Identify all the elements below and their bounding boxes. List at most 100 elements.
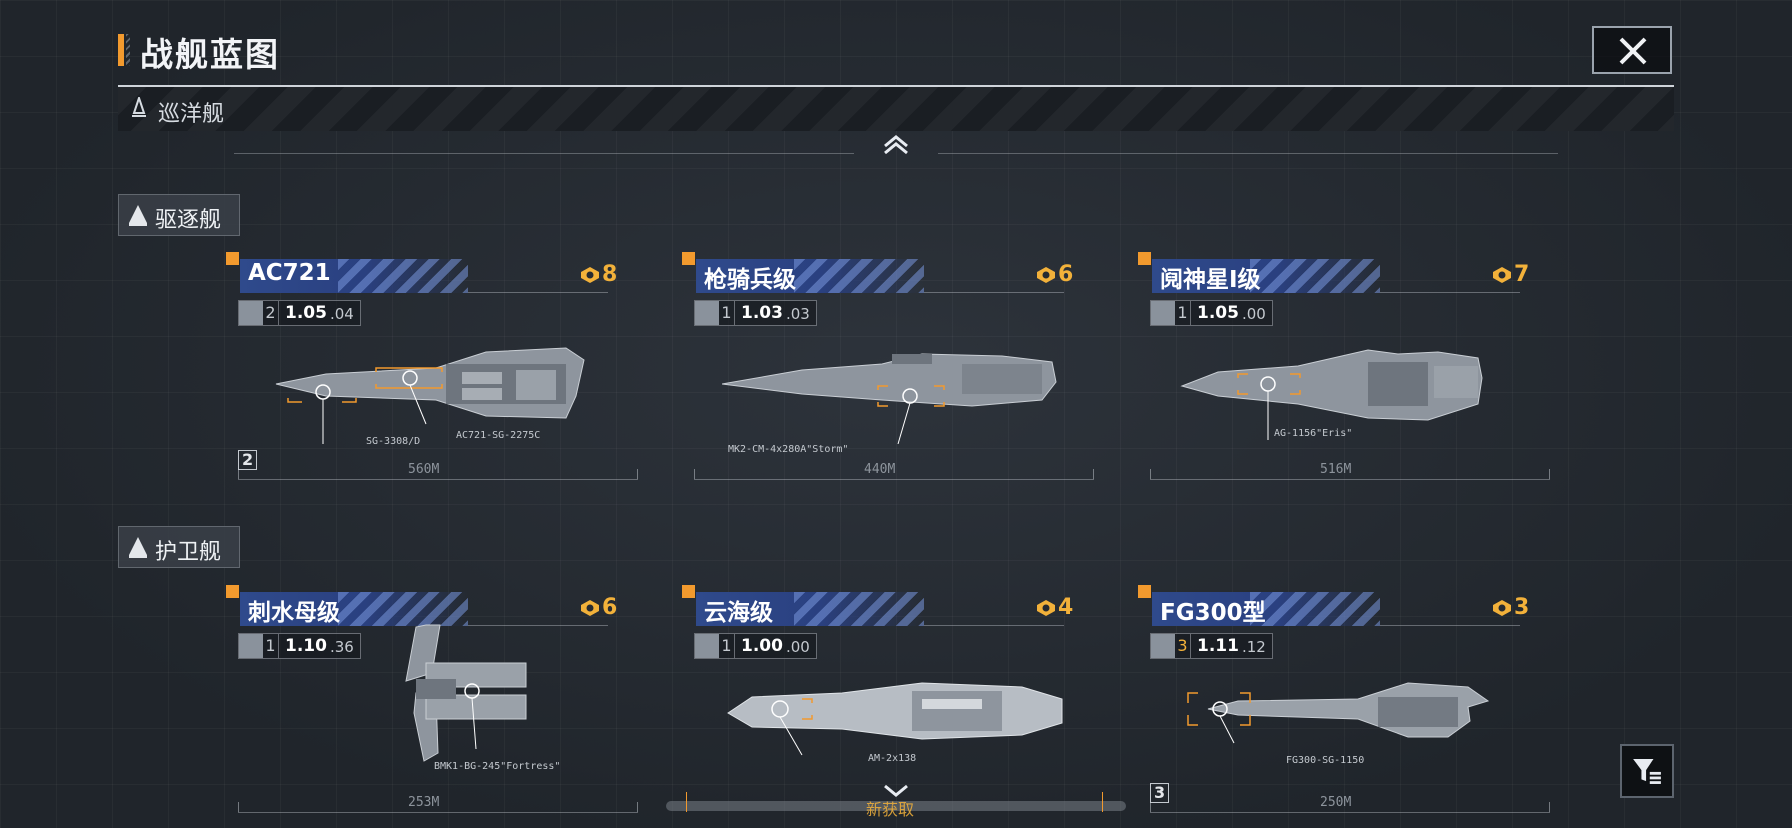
stat-sub: .00 xyxy=(785,638,810,656)
chevron-down-icon[interactable] xyxy=(882,782,910,800)
card-corner-marker xyxy=(1138,252,1151,265)
section-label-frigate: 护卫舰 xyxy=(155,540,222,565)
ship-length: 440M xyxy=(864,462,896,477)
name-bar-stripes xyxy=(794,259,924,293)
card-corner-marker xyxy=(226,252,239,265)
stat-main: 1.03 xyxy=(741,303,783,323)
cost-icon xyxy=(1037,600,1055,616)
cost-icon xyxy=(581,267,599,283)
filter-button[interactable] xyxy=(1620,744,1674,798)
scale-line xyxy=(1150,802,1550,813)
stat-main: 1.00 xyxy=(741,636,783,656)
card-corner-marker xyxy=(1138,585,1151,598)
ship-blueprint-fg300 xyxy=(1187,682,1490,744)
weapon-label: AC721-SG-2275C xyxy=(456,430,541,441)
section-triangle-icon xyxy=(129,537,147,558)
ship-card-lancer[interactable]: 枪骑兵级 6 1 1.03 .03 MK2-CM-4x280A"Storm" 4… xyxy=(682,252,1102,502)
gun-icon xyxy=(239,634,263,658)
guide-line xyxy=(924,292,1064,293)
ship-tier: 2 xyxy=(263,301,279,325)
scale-line xyxy=(1150,469,1550,480)
ship-tier: 1 xyxy=(719,634,735,658)
guide-line xyxy=(1380,292,1520,293)
ruler-line xyxy=(938,140,1558,154)
ship-name: 刺水母级 xyxy=(248,600,340,626)
ship-blueprint-yunhai xyxy=(727,682,1063,756)
close-button[interactable] xyxy=(1592,26,1672,74)
ship-name: AC721 xyxy=(248,260,331,286)
stat-main: 1.05 xyxy=(285,303,327,323)
ship-stats: 1 1.10 .36 xyxy=(238,633,361,659)
card-corner-marker xyxy=(682,585,695,598)
section-label-cruiser: 巡洋舰 xyxy=(158,102,225,127)
cruiser-icon xyxy=(132,97,146,117)
title-accent-stripes xyxy=(126,34,130,66)
ship-length: 516M xyxy=(1320,462,1352,477)
ship-card-jellyfish[interactable]: 刺水母级 6 1 1.10 .36 BMK1-BG-245"Fortress" … xyxy=(226,585,646,828)
ruler-line xyxy=(234,140,854,154)
section-bar-cruiser[interactable]: 巡洋舰 xyxy=(118,85,1674,131)
ship-name: 云海级 xyxy=(704,600,773,626)
card-corner-marker xyxy=(682,252,695,265)
stat-sub: .36 xyxy=(329,638,354,656)
ship-name-bar xyxy=(696,592,924,626)
ship-card-yunhai[interactable]: 云海级 4 1 1.00 .00 AM-2x138 xyxy=(682,585,1102,828)
scale-line xyxy=(238,469,638,480)
ship-length: 250M xyxy=(1320,795,1352,810)
ship-blueprint-ac721 xyxy=(275,347,585,444)
weapon-label: SG-3308/D xyxy=(366,436,421,447)
guide-line xyxy=(1380,625,1520,626)
ship-tier: 1 xyxy=(263,634,279,658)
ship-cost: 6 xyxy=(1058,262,1074,287)
scale-line xyxy=(694,469,1094,480)
ship-name-bar xyxy=(696,259,924,293)
filter-icon xyxy=(1633,758,1661,784)
ship-card-fg300[interactable]: FG300型 3 3 1.11 .12 FG300-SG-1150 3 250M xyxy=(1138,585,1558,828)
ship-blueprint-jellyfish xyxy=(405,624,527,762)
new-acquired-label: 新获取 xyxy=(866,800,915,819)
ship-card-ac721[interactable]: AC721 8 2 1.05 .04 SG-3308/D AC721-SG-22… xyxy=(226,252,646,502)
name-bar-stripes xyxy=(794,592,924,626)
stat-main: 1.11 xyxy=(1197,636,1239,656)
stat-sub: .03 xyxy=(785,305,810,323)
weapon-label: MK2-CM-4x280A"Storm" xyxy=(728,444,849,455)
name-bar-stripes xyxy=(1250,259,1380,293)
weapon-label: AM-2x138 xyxy=(868,753,917,764)
section-triangle-icon xyxy=(129,205,147,226)
ship-count: 3 xyxy=(1150,783,1170,803)
ship-name: 枪骑兵级 xyxy=(704,267,796,293)
stat-sub: .00 xyxy=(1241,305,1266,323)
scroll-progress-track[interactable] xyxy=(666,801,1126,811)
ship-stats: 3 1.11 .12 xyxy=(1150,633,1273,659)
section-tag-frigate[interactable]: 护卫舰 xyxy=(118,526,240,568)
cost-icon xyxy=(1037,267,1055,283)
ship-cost: 6 xyxy=(602,595,618,620)
section-label-destroyer: 驱逐舰 xyxy=(155,208,222,233)
ship-tier: 1 xyxy=(1175,301,1191,325)
globe-icon xyxy=(1151,301,1175,325)
guide-line xyxy=(468,625,608,626)
ship-stats: 1 1.03 .03 xyxy=(694,300,817,326)
cost-icon xyxy=(1493,267,1511,283)
ship-name-bar xyxy=(1152,259,1380,293)
weapon-label: BMK1-BG-245"Fortress" xyxy=(434,761,561,772)
chevron-up-icon[interactable] xyxy=(882,134,910,156)
ship-name: FG300型 xyxy=(1160,600,1266,626)
ship-cost: 4 xyxy=(1058,595,1074,620)
ship-blueprint-eris xyxy=(1180,349,1483,440)
ship-tier: 3 xyxy=(1175,634,1191,658)
guide-line xyxy=(468,292,608,293)
ship-name-bar xyxy=(1152,592,1380,626)
cost-icon xyxy=(581,600,599,616)
ship-card-eris[interactable]: 阋神星I级 7 1 1.05 .00 AG-1156"Eris" 516M xyxy=(1138,252,1558,502)
cost-icon xyxy=(1493,600,1511,616)
ship-length: 253M xyxy=(408,795,440,810)
title-accent xyxy=(118,34,124,66)
section-tag-destroyer[interactable]: 驱逐舰 xyxy=(118,194,240,236)
bottom-bracket xyxy=(1102,792,1103,812)
page-title: 战舰蓝图 xyxy=(140,35,280,74)
guide-line xyxy=(924,625,1064,626)
ship-name-bar xyxy=(240,592,468,626)
ship-name-bar xyxy=(240,259,468,293)
ship-cost: 7 xyxy=(1514,262,1530,287)
